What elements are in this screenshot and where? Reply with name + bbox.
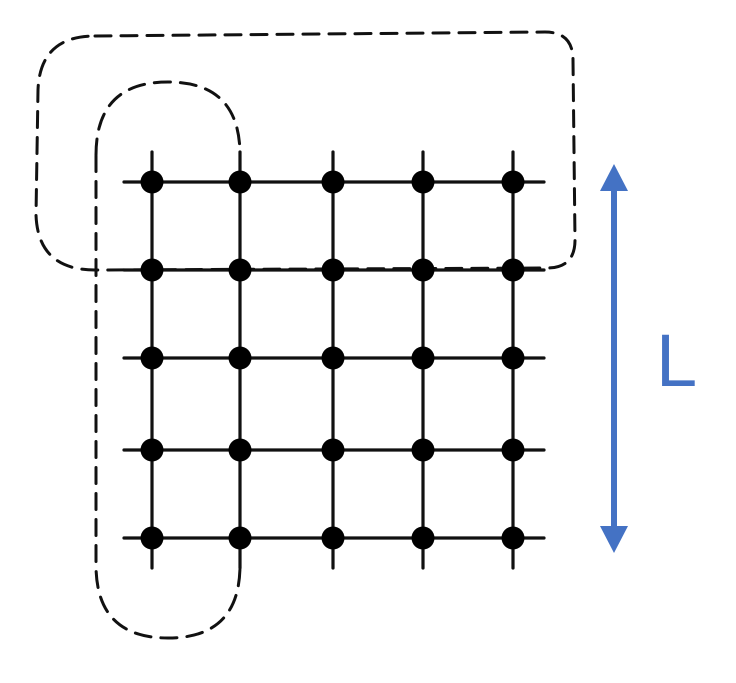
lattice-site [411,438,435,462]
length-arrow-head-bottom [600,526,628,553]
lattice-site [411,170,435,194]
lattice-site [321,258,345,282]
lattice-sites [140,170,525,550]
lattice-site [501,346,525,370]
lattice-site [321,170,345,194]
lattice-site [501,258,525,282]
lattice-site [140,526,164,550]
length-arrow-head-top [600,164,628,191]
lattice-site [140,258,164,282]
lattice-site [411,258,435,282]
lattice-site [228,170,252,194]
length-label: L [656,319,698,402]
lattice-site [321,526,345,550]
lattice-site [321,346,345,370]
lattice-site [228,258,252,282]
lattice-site [140,438,164,462]
lattice-site [228,526,252,550]
lattice-site [228,438,252,462]
lattice-site [228,346,252,370]
lattice-site [411,346,435,370]
lattice-site [501,526,525,550]
lattice-site [501,438,525,462]
lattice-site [140,170,164,194]
length-arrow [600,164,628,553]
top-row-loop [34,30,577,272]
lattice-site [321,438,345,462]
lattice-site [411,526,435,550]
left-column-loop [94,80,242,640]
lattice-site [140,346,164,370]
lattice-site [501,170,525,194]
